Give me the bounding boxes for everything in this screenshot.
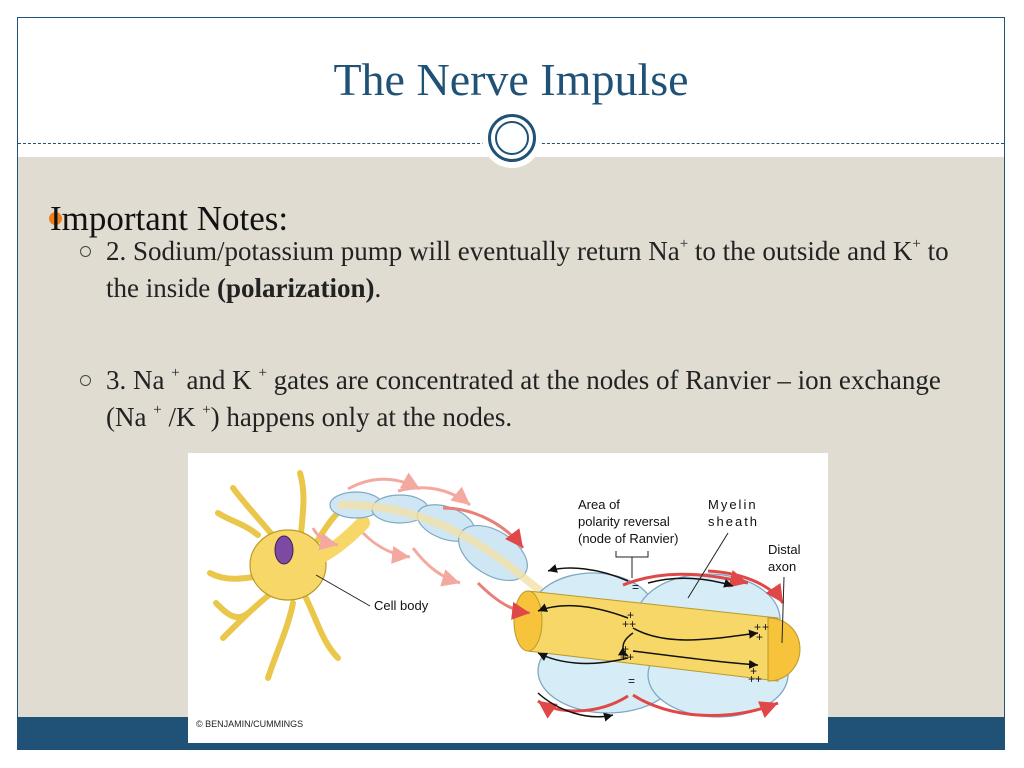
myelin-label-2: sheath	[708, 514, 759, 529]
bullet-heading: Important Notes:	[50, 199, 289, 238]
svg-text:+: +	[622, 642, 629, 656]
slide-frame: The Nerve Impulse Important Notes: 2. So…	[17, 17, 1005, 750]
svg-text:+: +	[756, 630, 763, 644]
outer-arrows	[311, 472, 785, 722]
svg-text:=: =	[632, 580, 639, 594]
sub-bullet-circle-icon	[80, 246, 91, 257]
area-label-1: Area of	[578, 497, 620, 512]
sub-bullet-nodes: 3. Na + and K + gates are concentrated a…	[106, 365, 941, 432]
divider-inner-ring	[495, 121, 529, 155]
svg-text:++: ++	[620, 650, 634, 664]
svg-text:+: +	[754, 620, 761, 634]
cell-body-shape	[207, 470, 370, 681]
neuron-figure: Cell body =	[188, 453, 828, 743]
svg-text:=: =	[628, 674, 635, 688]
cell-body-label: Cell body	[374, 598, 429, 613]
slide-title: The Nerve Impulse	[333, 54, 689, 105]
myelin-leader	[687, 532, 729, 599]
svg-text:++: ++	[748, 672, 762, 686]
node-bracket	[615, 551, 649, 558]
svg-text:+: +	[762, 620, 769, 634]
myelin-label-1: Myelin	[708, 497, 758, 512]
charge-signs: = +++ +++ = ++ + +++	[620, 580, 769, 688]
svg-text:+: +	[750, 664, 757, 678]
distal-label-2: axon	[768, 559, 796, 574]
distal-label-1: Distal	[768, 542, 801, 557]
svg-text:++: ++	[622, 617, 636, 631]
svg-text:+: +	[627, 608, 634, 622]
sub-bullet-polarization: 2. Sodium/potassium pump will eventually…	[106, 236, 949, 303]
area-label-2: polarity reversal	[578, 514, 670, 529]
area-label-3: (node of Ranvier)	[578, 531, 678, 546]
bullet-dot-icon	[49, 212, 62, 225]
distal-leader	[781, 576, 785, 644]
cell-body-leader	[315, 574, 371, 607]
neuron-diagram: Cell body =	[207, 470, 801, 722]
figure-credit: © BENJAMIN/CUMMINGS	[196, 719, 304, 729]
sub-bullet-circle-icon	[80, 375, 91, 386]
current-arrows	[537, 603, 759, 669]
